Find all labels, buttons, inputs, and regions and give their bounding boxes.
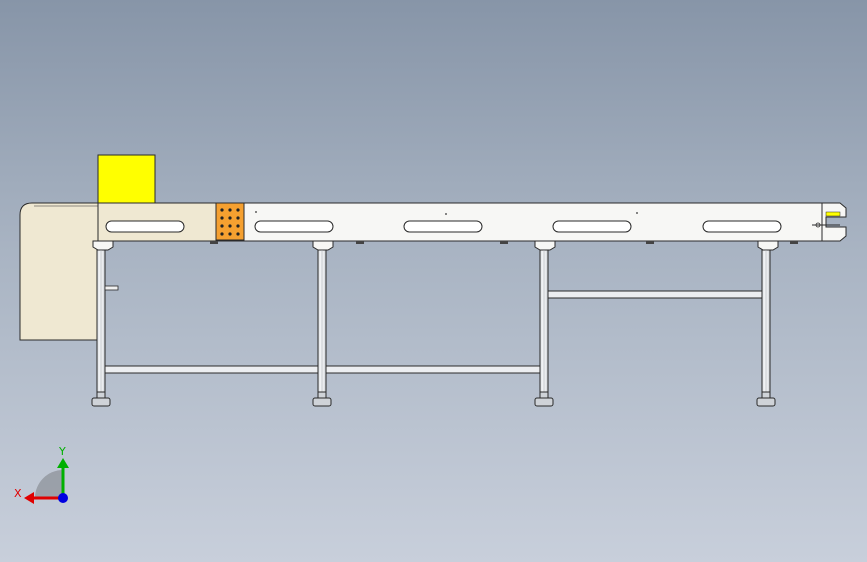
triad-x-label: X bbox=[14, 487, 22, 500]
cross-braces bbox=[104, 290, 763, 374]
tail-yellow-strip bbox=[825, 211, 841, 217]
side-plate-bolts bbox=[220, 208, 240, 236]
control-cabinet bbox=[19, 202, 99, 341]
leveling-feet bbox=[91, 391, 776, 407]
beam-slots bbox=[105, 220, 782, 233]
motor-box bbox=[97, 154, 156, 204]
triad-y-label: Y bbox=[58, 445, 66, 458]
beam-clips bbox=[210, 241, 798, 244]
tail-end-bracket bbox=[821, 202, 847, 242]
leg-brackets bbox=[92, 240, 779, 251]
support-legs bbox=[96, 249, 771, 399]
coordinate-triad-icon[interactable]: X Y bbox=[14, 445, 69, 504]
